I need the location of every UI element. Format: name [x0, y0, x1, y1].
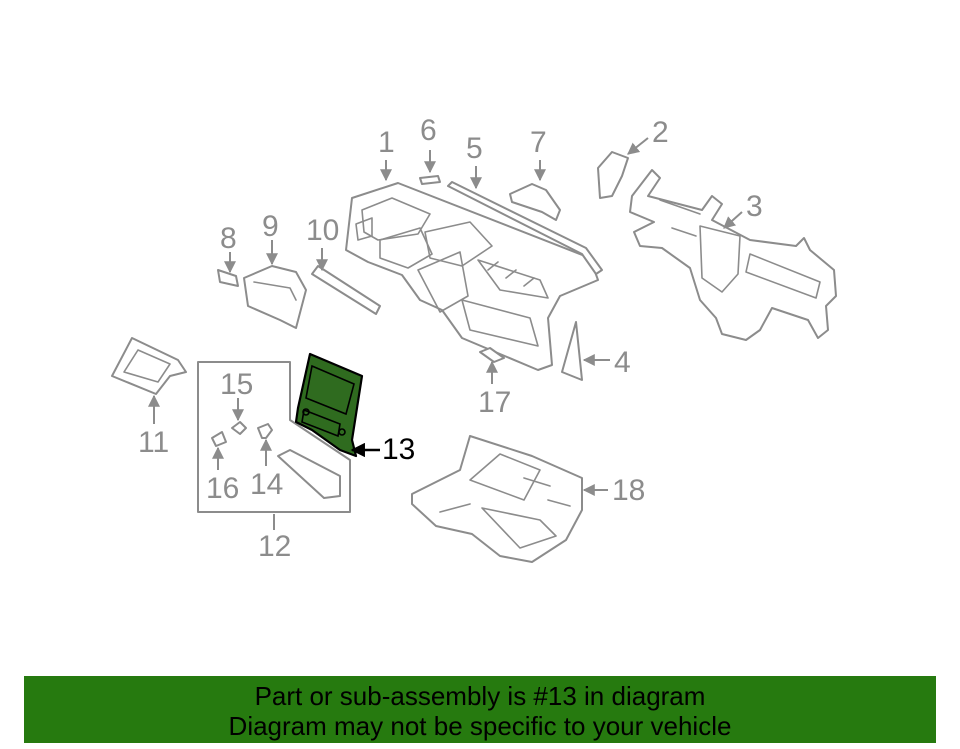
callout-5: 5: [466, 132, 483, 165]
floor-panel-18-part: [411, 435, 583, 563]
callout-18: 18: [612, 474, 645, 507]
banner-line-part-number: Part or sub-assembly is #13 in diagram: [254, 681, 706, 711]
callout-6: 6: [420, 114, 437, 147]
part-info-banner: Part or sub-assembly is #13 in diagram D…: [24, 676, 936, 743]
cross-car-beam-part: [629, 169, 837, 341]
callout-15: 15: [220, 368, 253, 401]
glove-box-12-group: [197, 361, 351, 513]
glove-box-door-11-part: [111, 337, 187, 395]
parts-diagram: 1 2 3 4 5 6 7 8 9 10 11 12 13 14 15 16 1…: [111, 114, 837, 563]
screw-14-part: [257, 423, 273, 439]
callout-11: 11: [138, 426, 169, 459]
callout-10: 10: [306, 214, 339, 247]
clip-17-part: [479, 347, 505, 363]
callout-3: 3: [746, 190, 763, 223]
callout-12: 12: [258, 530, 291, 563]
callout-4: 4: [614, 346, 631, 379]
defroster-strip-part: [447, 181, 603, 275]
end-cap-4-part: [561, 321, 583, 381]
callout-14: 14: [250, 468, 283, 501]
clip-15-part: [231, 421, 247, 435]
small-bracket-6-part: [419, 175, 441, 185]
speaker-grille-7-part: [509, 183, 561, 221]
cluster-hood-9-part: [243, 265, 307, 329]
callout-1: 1: [378, 126, 395, 159]
callout-13: 13: [382, 433, 415, 466]
callout-16: 16: [206, 472, 239, 505]
callout-17: 17: [478, 386, 511, 419]
bracket-2-part: [597, 151, 629, 199]
callout-2: 2: [652, 116, 669, 149]
callout-7: 7: [530, 126, 547, 159]
clip-16-part: [211, 431, 227, 447]
banner-line-disclaimer: Diagram may not be specific to your vehi…: [228, 711, 732, 741]
callout-8: 8: [220, 222, 237, 255]
center-bezel-13-part: [294, 352, 364, 458]
trim-strip-10-part: [311, 265, 381, 315]
clip-8-part: [217, 269, 239, 287]
callout-9: 9: [262, 210, 279, 243]
glove-box-bin-part: [277, 449, 341, 499]
